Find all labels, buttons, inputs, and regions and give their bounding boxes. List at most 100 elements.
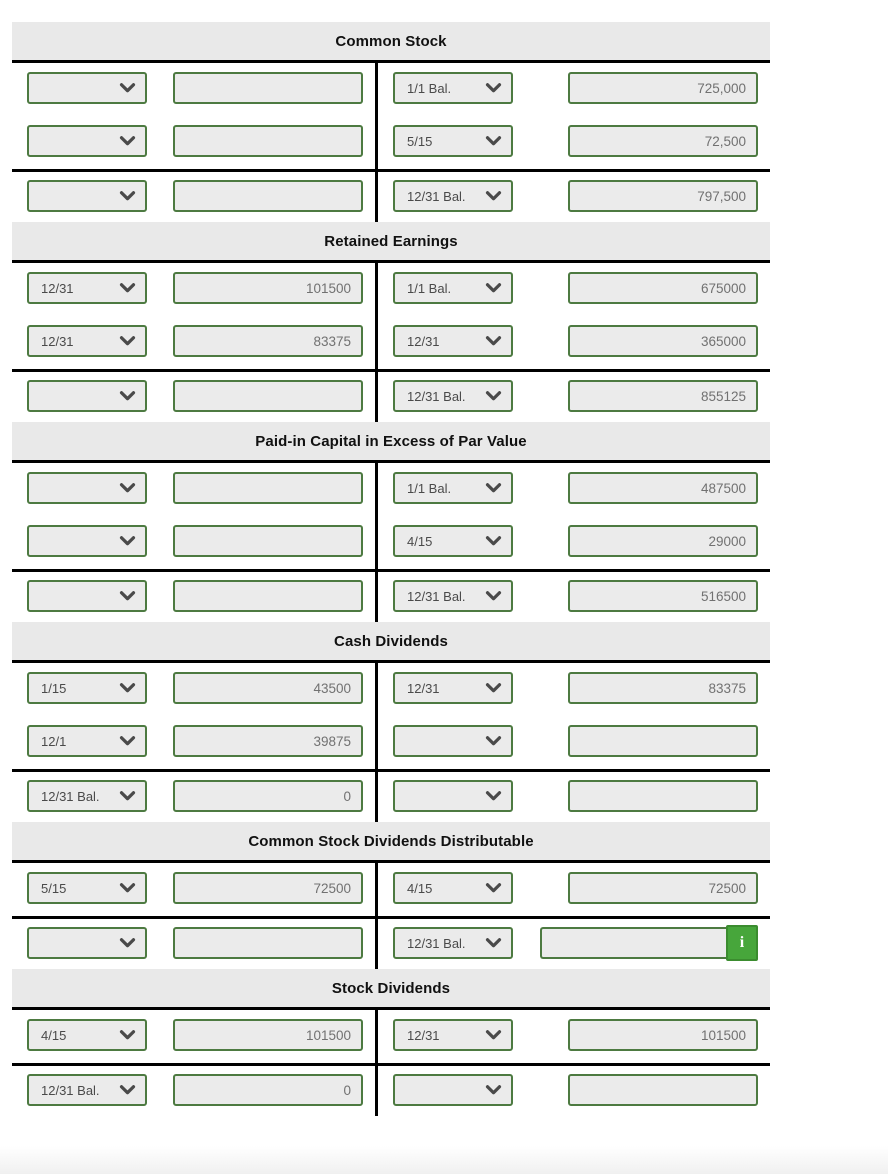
amount-input[interactable] [173, 525, 363, 557]
date-select[interactable]: 1/1 Bal. [393, 72, 513, 104]
date-select[interactable]: 1/1 Bal. [393, 472, 513, 504]
chevron-down-icon [485, 536, 502, 547]
amount-input[interactable] [173, 1019, 363, 1051]
amount-input[interactable] [173, 927, 363, 959]
date-select[interactable]: 12/1 [27, 725, 147, 757]
date-select[interactable]: 4/15 [27, 1019, 147, 1051]
amount-input[interactable] [568, 580, 758, 612]
date-select[interactable]: 12/31 Bal. [27, 780, 147, 812]
balance-row [12, 927, 375, 959]
balance-left [12, 919, 375, 969]
date-select[interactable]: 4/15 [393, 525, 513, 557]
date-select[interactable]: 12/31 Bal. [393, 927, 513, 959]
entries-left: 12/31 12/31 [12, 263, 375, 369]
date-select[interactable]: 12/31 Bal. [393, 180, 513, 212]
date-select[interactable]: 12/31 Bal. [393, 380, 513, 412]
date-select[interactable]: 12/31 [393, 325, 513, 357]
amount-input[interactable] [173, 580, 363, 612]
date-select[interactable]: 12/31 [27, 325, 147, 357]
amount-field-wrap [173, 1019, 363, 1051]
t-account-divider [375, 263, 378, 422]
amount-input[interactable] [173, 272, 363, 304]
date-select-value: 1/1 Bal. [407, 280, 452, 296]
amount-input[interactable] [568, 1074, 758, 1106]
balance-left [12, 172, 375, 222]
balance-left: 12/31 Bal. [12, 1066, 375, 1116]
amount-input[interactable] [568, 1019, 758, 1051]
account-section: Common Stock Dividends Distributable 5/1… [12, 822, 770, 969]
date-select[interactable] [27, 525, 147, 557]
date-select[interactable]: 1/15 [27, 672, 147, 704]
amount-input[interactable] [568, 872, 758, 904]
amount-input[interactable] [173, 72, 363, 104]
chevron-down-icon [119, 883, 136, 894]
date-select[interactable] [27, 180, 147, 212]
account-title: Cash Dividends [12, 622, 770, 663]
amount-input[interactable] [173, 180, 363, 212]
balance-left: 12/31 Bal. [12, 772, 375, 822]
amount-input[interactable] [173, 780, 363, 812]
balance-left [12, 372, 375, 422]
date-select[interactable]: 5/15 [27, 872, 147, 904]
chevron-down-icon [485, 336, 502, 347]
amount-field-wrap [173, 72, 363, 104]
account-body: 4/15 12/31 [12, 1010, 770, 1116]
date-select-value: 12/31 Bal. [407, 935, 466, 951]
info-button[interactable]: i [726, 925, 758, 961]
amount-input[interactable] [568, 525, 758, 557]
date-select[interactable] [27, 380, 147, 412]
amount-input[interactable] [173, 872, 363, 904]
date-select[interactable]: 12/31 Bal. [27, 1074, 147, 1106]
date-select[interactable]: 12/31 [27, 272, 147, 304]
date-select[interactable] [27, 580, 147, 612]
amount-field-wrap [568, 580, 758, 612]
amount-input[interactable] [173, 725, 363, 757]
amount-input[interactable] [173, 325, 363, 357]
amount-input[interactable] [568, 725, 758, 757]
amount-input[interactable] [568, 325, 758, 357]
date-select[interactable] [27, 472, 147, 504]
amount-input[interactable] [568, 125, 758, 157]
amount-input[interactable] [568, 72, 758, 104]
account-section: Cash Dividends 1/15 12/1 [12, 622, 770, 822]
amount-input[interactable] [173, 125, 363, 157]
amount-input[interactable] [568, 180, 758, 212]
balance-zone: 12/31 Bal. [12, 1066, 770, 1116]
amount-input[interactable] [173, 380, 363, 412]
balance-zone: 12/31 Bal. [12, 372, 770, 422]
date-select-value: 12/31 [407, 333, 440, 349]
amount-input[interactable] [173, 672, 363, 704]
amount-input[interactable] [568, 380, 758, 412]
entries-zone: 1/15 12/1 12/31 [12, 663, 770, 769]
amount-field-wrap: i [540, 925, 758, 961]
date-select[interactable]: 4/15 [393, 872, 513, 904]
entry-row: 5/15 [12, 872, 375, 904]
date-select[interactable] [27, 927, 147, 959]
date-select[interactable]: 5/15 [393, 125, 513, 157]
amount-field-wrap [173, 872, 363, 904]
balance-rule [12, 916, 770, 919]
date-select[interactable] [393, 1074, 513, 1106]
entries-left [12, 463, 375, 569]
date-select[interactable] [27, 72, 147, 104]
amount-field-wrap [173, 725, 363, 757]
date-select[interactable]: 12/31 [393, 672, 513, 704]
balance-row [12, 580, 375, 612]
amount-input[interactable] [568, 272, 758, 304]
amount-input[interactable] [173, 1074, 363, 1106]
amount-input[interactable] [568, 472, 758, 504]
amount-input[interactable] [540, 927, 726, 959]
amount-input[interactable] [568, 780, 758, 812]
date-select[interactable] [393, 780, 513, 812]
amount-field-wrap [568, 725, 758, 757]
date-select[interactable]: 1/1 Bal. [393, 272, 513, 304]
date-select[interactable]: 12/31 [393, 1019, 513, 1051]
entry-row [12, 72, 375, 104]
account-section: Common Stock [12, 22, 770, 222]
date-select[interactable] [393, 725, 513, 757]
entry-row: 4/15 [378, 872, 770, 904]
date-select[interactable]: 12/31 Bal. [393, 580, 513, 612]
amount-input[interactable] [173, 472, 363, 504]
amount-input[interactable] [568, 672, 758, 704]
date-select[interactable] [27, 125, 147, 157]
